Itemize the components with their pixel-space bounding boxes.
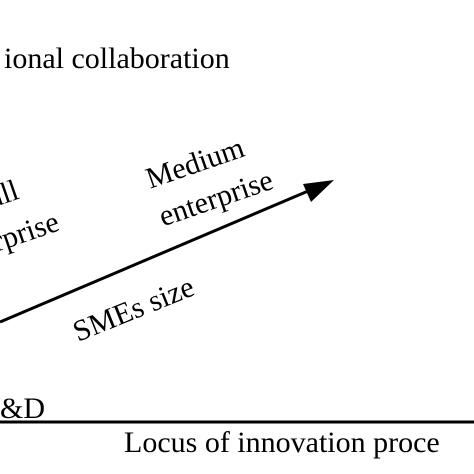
top-label: ional collaboration: [4, 42, 230, 75]
small-enterprise-line1: all: [0, 174, 23, 215]
bottom-left-label: &D: [0, 392, 45, 425]
smes-size-label: SMEs size: [68, 270, 199, 348]
small-enterprise-line2: terprise: [0, 205, 63, 265]
smes-size-arrow-shaft: [0, 184, 321, 324]
smes-size-arrowhead: [303, 180, 334, 202]
smes-size-arrow: [0, 180, 334, 324]
bottom-axis-label: Locus of innovation proce: [124, 426, 440, 459]
small-enterprise-label: all terprise: [0, 174, 63, 266]
medium-enterprise-label: Medium enterprise: [142, 131, 278, 233]
